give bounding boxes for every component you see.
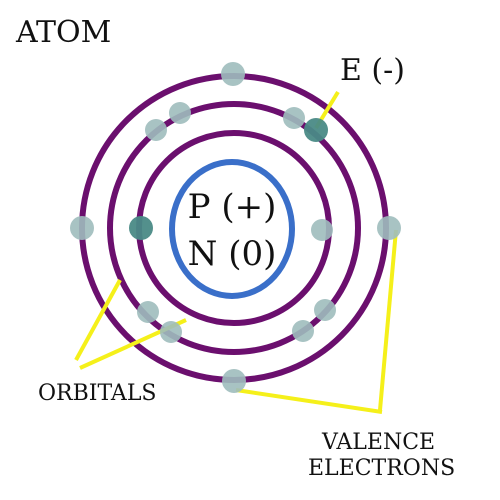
nucleus (169, 159, 295, 299)
orbitals-label: ORBITALS (38, 381, 157, 406)
valence-pointer-line-bottom (235, 388, 383, 414)
electron-inner-dark (129, 216, 153, 240)
orbital-outer (79, 73, 389, 383)
electron (314, 299, 336, 321)
electron (311, 219, 333, 241)
valence-label-line1: VALENCE (321, 430, 435, 455)
protons-label: P (+) (188, 187, 277, 227)
electron (221, 62, 245, 86)
electron (137, 301, 159, 323)
valence-label-line2: ELECTRONS (308, 456, 455, 481)
electron (145, 119, 167, 141)
orbital-middle (107, 101, 361, 355)
orbitals-pointer-line-1 (74, 279, 122, 361)
electrons (70, 62, 401, 393)
electron-valence-highlight (304, 118, 328, 142)
electron (70, 216, 94, 240)
orbitals (79, 73, 389, 383)
pointer-lines (74, 90, 398, 414)
neutrons-label: N (0) (188, 234, 277, 274)
electron (169, 102, 191, 124)
electron (160, 321, 182, 343)
title: ATOM (15, 15, 111, 50)
electron (222, 369, 246, 393)
electron-label: E (-) (340, 53, 405, 88)
electron (292, 320, 314, 342)
electron (283, 107, 305, 129)
valence-pointer-line-right (378, 229, 398, 411)
electron (377, 216, 401, 240)
